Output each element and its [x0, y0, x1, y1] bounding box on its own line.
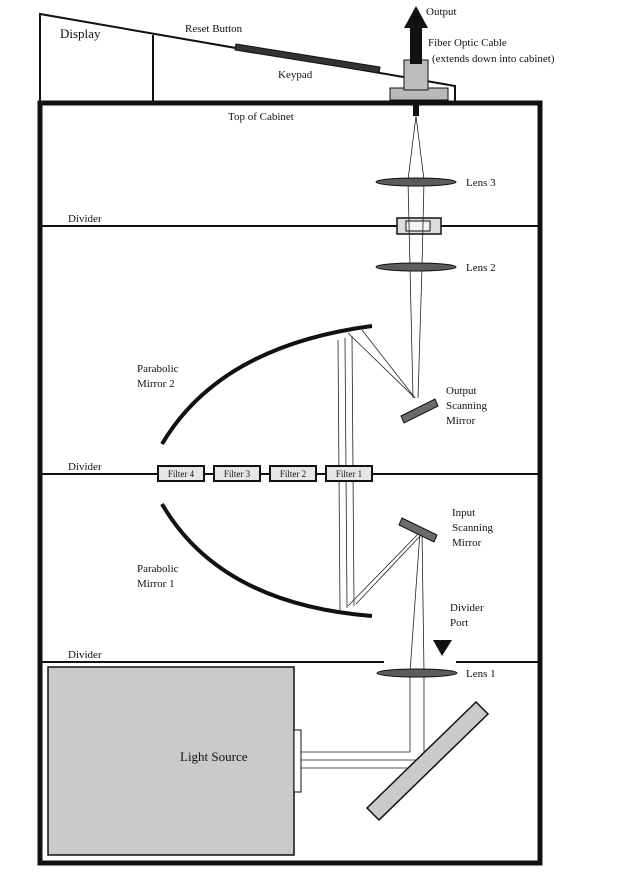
light-source-box: [47, 666, 295, 856]
fiber-optic-cable-label: Fiber Optic Cable: [428, 37, 507, 49]
input-scanning-mirror-label-line3: Mirror: [452, 537, 482, 549]
input-scanning-mirror: [398, 517, 438, 543]
reset-button-label: Reset Button: [185, 23, 243, 35]
lens-3-label: Lens 3: [466, 177, 496, 189]
parabolic-mirror-2-label-line1: Parabolic: [137, 363, 179, 375]
fiber-connector-base: [389, 59, 449, 101]
top-of-cabinet-label: Top of Cabinet: [228, 111, 294, 123]
output-scanning-mirror: [400, 398, 439, 424]
lens-1-label: Lens 1: [466, 668, 496, 680]
parabolic-mirror-1-label-line2: Mirror 1: [137, 578, 175, 590]
filter-label: Filter 1: [336, 469, 362, 479]
parabolic-mirror-1-label-line1: Parabolic: [137, 563, 179, 575]
filter-label: Filter 2: [280, 469, 306, 479]
light-source-label: Light Source: [180, 749, 248, 764]
divider-label-1: Divider: [68, 213, 102, 225]
lens-3: [375, 177, 457, 187]
output-scanning-mirror-label-line3: Mirror: [446, 415, 476, 427]
light-source-window: [293, 729, 302, 793]
output-label: Output: [426, 6, 457, 18]
keypad-label: Keypad: [278, 69, 313, 81]
lens-1: [376, 668, 458, 678]
filter-box: [213, 465, 261, 482]
display-label: Display: [60, 26, 101, 41]
lens-2: [375, 262, 457, 272]
divider-port-arrow: [433, 640, 452, 656]
divider-label-3: Divider: [68, 649, 102, 661]
filter-box: [157, 465, 205, 482]
filter-box: [269, 465, 317, 482]
fiber-optic-cable-note: (extends down into cabinet): [432, 53, 555, 65]
fold-mirror: [365, 700, 490, 822]
output-arrow: [404, 6, 428, 64]
output-scanning-mirror-label-line2: Scanning: [446, 400, 487, 412]
output-scanning-mirror-label-line1: Output: [446, 385, 477, 397]
divider-port-label-line1: Divider: [450, 602, 484, 614]
filter-label: Filter 3: [224, 469, 251, 479]
cabinet-outline: [37, 100, 543, 866]
filters-row: Filter 4 Filter 3 Filter 2 Filter 1: [157, 465, 373, 482]
filter-label: Filter 4: [168, 469, 195, 479]
filter-box: [325, 465, 373, 482]
input-scanning-mirror-label-line1: Input: [452, 507, 475, 519]
divider-port-label-line2: Port: [450, 617, 468, 629]
fiber-optic-cable: [413, 100, 419, 116]
keypad: [234, 43, 381, 74]
divider-aperture: [396, 217, 442, 235]
divider-label-2: Divider: [68, 461, 102, 473]
parabolic-mirror-1: [160, 502, 373, 618]
parabolic-mirror-2: [160, 324, 373, 446]
input-scanning-mirror-label-line2: Scanning: [452, 522, 493, 534]
parabolic-mirror-2-label-line2: Mirror 2: [137, 378, 175, 390]
lens-2-label: Lens 2: [466, 262, 496, 274]
